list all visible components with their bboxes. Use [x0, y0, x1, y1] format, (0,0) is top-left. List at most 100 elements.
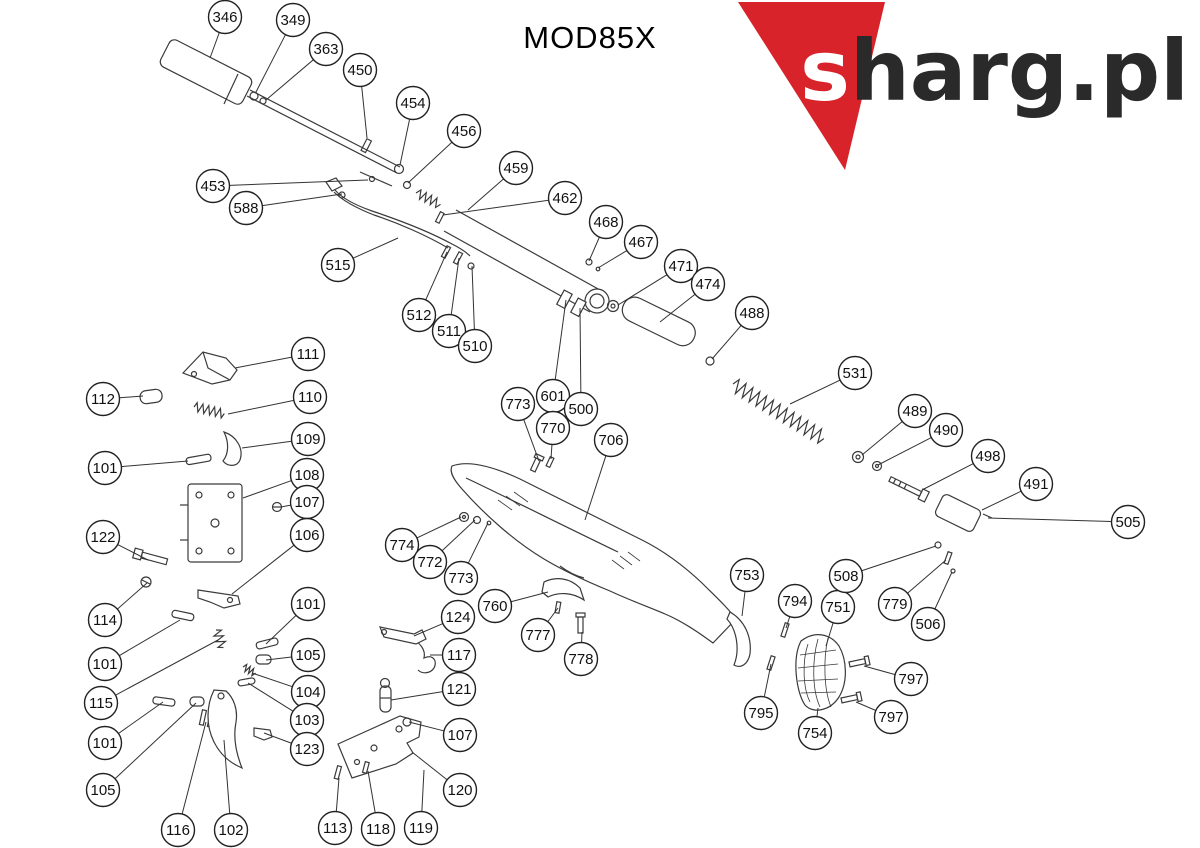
leader-line [554, 299, 567, 380]
callout-777: 777 [520, 607, 559, 653]
callout-label: 777 [525, 627, 550, 644]
callout-label: 751 [825, 599, 850, 616]
logo: sharg.pl [738, 2, 1189, 170]
callout-454: 454 [395, 85, 431, 166]
callout-circle [457, 328, 493, 364]
callout-circle [308, 31, 344, 67]
callout-label: 117 [447, 647, 471, 664]
callout-label: 489 [902, 403, 927, 420]
callout-label: 506 [915, 616, 940, 633]
leader-line [421, 769, 425, 812]
callout-103: 103 [247, 682, 325, 738]
part-breech-pins [360, 137, 445, 225]
callout-label: 113 [323, 820, 347, 837]
callout-773: 773 [500, 386, 540, 462]
callout-circle [623, 224, 659, 260]
callout-label: 119 [409, 820, 433, 837]
callout-circle [777, 583, 813, 619]
part-piston [606, 296, 715, 366]
callout-label: 778 [568, 651, 593, 668]
leader-line [117, 544, 149, 561]
callout-113: 113 [317, 777, 353, 846]
leader-line [241, 440, 292, 449]
part-cheek-753 [726, 611, 751, 667]
callout-label: 121 [446, 681, 471, 698]
callout-circle [195, 168, 231, 204]
part-screws-773-770 [529, 452, 555, 473]
part-side-plate [180, 483, 283, 563]
callout-label: 779 [882, 596, 907, 613]
part-washers-774 [458, 511, 492, 526]
leader-line [209, 32, 220, 59]
callout-label: 123 [294, 741, 319, 758]
leader-line [229, 179, 369, 186]
leader-line [413, 623, 444, 637]
callout-circle [403, 810, 439, 846]
leader-line [231, 544, 295, 595]
callout-774: 774 [384, 516, 462, 563]
callout-500: 500 [563, 307, 599, 427]
callout-111: 111 [234, 336, 326, 372]
leader-line [877, 437, 932, 466]
callout-114: 114 [87, 582, 148, 638]
callout-label: 770 [540, 420, 565, 437]
leader-line [579, 307, 582, 393]
leader-line [416, 516, 462, 539]
part-barrel [246, 89, 401, 174]
part-mainspring [732, 378, 825, 445]
callout-117: 117 [430, 637, 477, 673]
callout-772: 772 [412, 519, 476, 580]
callout-468: 468 [588, 204, 624, 262]
leader-line [114, 702, 197, 780]
leader-line [265, 59, 314, 101]
callout-118: 118 [360, 770, 396, 847]
callout-label: 107 [294, 494, 319, 511]
callout-label: 601 [540, 388, 565, 405]
callout-505: 505 [987, 504, 1146, 540]
callout-circle [401, 297, 437, 333]
callout-circle [690, 266, 726, 302]
callout-label: 109 [295, 431, 320, 448]
callout-circle [500, 386, 536, 422]
leader-line [441, 519, 476, 552]
callout-123: 123 [263, 731, 325, 767]
callout-circle [83, 685, 119, 721]
callout-circle [85, 381, 121, 417]
part-stock-screw [888, 475, 931, 503]
leader-line [251, 672, 293, 688]
callout-label: 512 [406, 307, 431, 324]
callout-label: 108 [294, 467, 319, 484]
leader-line [121, 460, 189, 468]
leader-line [467, 178, 504, 211]
callout-label: 454 [400, 95, 425, 112]
callout-circle [440, 599, 476, 635]
callout-label: 101 [92, 460, 117, 477]
leader-line [855, 701, 877, 711]
leader-line [367, 770, 376, 813]
callout-101: 101 [87, 450, 189, 486]
callout-601: 601 [535, 299, 571, 414]
callout-760: 760 [477, 588, 549, 624]
part-receiver-tube [443, 209, 610, 318]
leader-line [227, 399, 294, 415]
callout-label: 488 [739, 305, 764, 322]
callout-label: 114 [93, 612, 117, 629]
leader-line [597, 250, 628, 269]
callout-circle [1110, 504, 1146, 540]
callout-112: 112 [85, 381, 144, 417]
callout-circle [290, 421, 326, 457]
callout-label: 349 [280, 12, 305, 29]
callout-circle [563, 641, 599, 677]
callout-label: 511 [437, 323, 461, 340]
leader-line [280, 504, 291, 508]
callout-label: 588 [233, 200, 258, 217]
callout-label: 110 [298, 389, 322, 406]
parts-drawing [131, 39, 993, 781]
callout-label: 106 [294, 527, 319, 544]
callout-label: 508 [833, 568, 858, 585]
callout-label: 753 [734, 567, 759, 584]
callout-106: 106 [231, 517, 325, 595]
callout-122: 122 [85, 519, 149, 561]
